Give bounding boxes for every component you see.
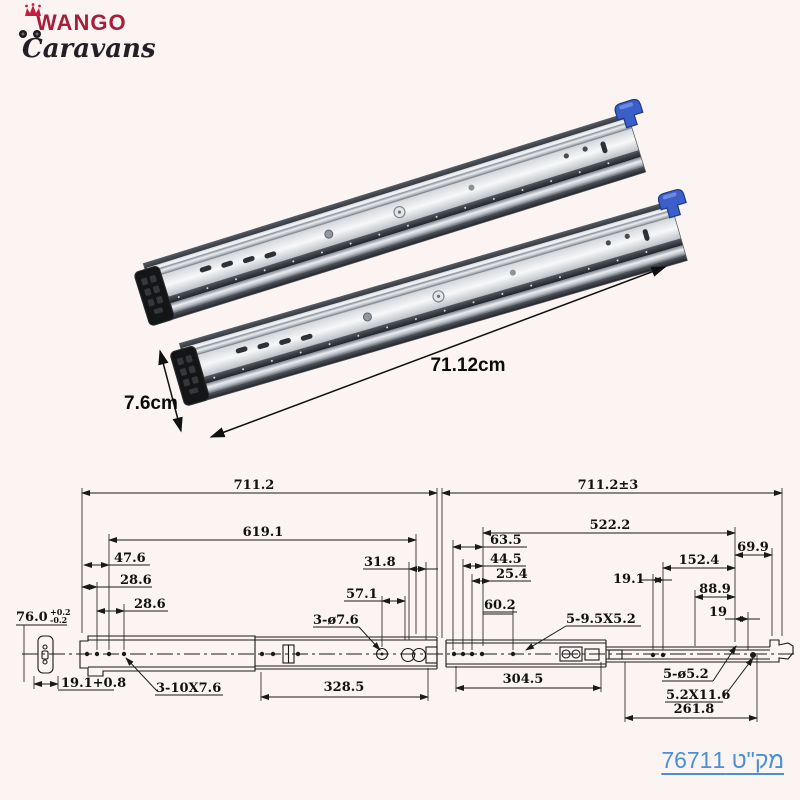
dim-left-holes: 3-ø7.6 (313, 613, 359, 628)
dim-left-31-8: 31.8 (364, 555, 396, 570)
technical-drawing: 711.2 619.1 47.6 28.6 28.6 31.8 57.1 3-ø… (16, 478, 796, 722)
dim-left-end-width: 19.1+0.8 (61, 676, 126, 691)
dim-left-slots: 3-10X7.6 (156, 681, 221, 696)
panda-ears-icon (19, 30, 41, 38)
dim-right-span: 522.2 (590, 518, 631, 533)
photo-height-dimension: 7.6cm (124, 349, 183, 433)
dim-left-mid: 328.5 (324, 680, 365, 695)
extension-lines (23, 488, 783, 722)
rail-end-hook (769, 639, 794, 663)
dim-left-28-6a: 28.6 (120, 573, 152, 588)
dim-left-height: 76.0 (16, 610, 48, 625)
dim-left-tol-dn: -0.2 (50, 615, 67, 625)
dim-right-261-8: 261.8 (674, 702, 715, 717)
dim-right-total: 711.2±3 (578, 478, 639, 493)
brand-name-primary: Wango (36, 10, 127, 35)
dimension-labels: 711.2 619.1 47.6 28.6 28.6 31.8 57.1 3-ø… (16, 478, 769, 717)
photo-length-label: 71.12cm (430, 355, 505, 376)
dim-right-19-1: 19.1 (613, 572, 645, 587)
dim-right-25-4: 25.4 (496, 567, 528, 582)
product-photo: 71.12cm 7.6cm (124, 98, 688, 438)
dim-right-slot2: 5.2X11.6 (666, 688, 730, 703)
dim-right-slots: 5-9.5X5.2 (566, 612, 636, 627)
right-slide-profile (445, 639, 794, 668)
dim-left-span: 619.1 (243, 525, 284, 540)
dim-right-63-5: 63.5 (490, 533, 522, 548)
brand-name-secondary: Caravans (22, 34, 156, 64)
dim-left-total: 711.2 (234, 478, 275, 493)
end-cap-bracket (134, 265, 175, 326)
brand-logo: Wango Caravans (19, 3, 156, 64)
dim-left-47-6: 47.6 (114, 551, 146, 566)
dim-right-19: 19 (709, 605, 727, 620)
dim-right-69-9: 69.9 (737, 540, 769, 555)
dim-right-88-9: 88.9 (699, 582, 731, 597)
brand-word-caravans: Caravans (19, 30, 156, 64)
release-handle-lower (657, 189, 687, 219)
brand-word-wango: Wango (25, 3, 156, 35)
dim-left-28-6b: 28.6 (134, 597, 166, 612)
dim-right-152-4: 152.4 (679, 553, 720, 568)
left-slide-profile (37, 635, 438, 677)
dim-right-holes: 5-ø5.2 (663, 667, 709, 682)
dim-left-tol-up: +0.2 (50, 607, 71, 617)
dim-left-57-1: 57.1 (346, 587, 378, 602)
photo-length-dimension: 71.12cm (209, 266, 667, 438)
release-handle-upper (614, 98, 644, 129)
dim-right-60-2: 60.2 (484, 598, 516, 613)
sku-link[interactable]: מק"ט 76711 (661, 747, 784, 773)
photo-height-label: 7.6cm (124, 393, 178, 414)
dim-right-44-5: 44.5 (490, 552, 522, 567)
dimension-lines (16, 490, 783, 721)
mounting-slots (199, 141, 608, 273)
dim-right-mid: 304.5 (503, 672, 544, 687)
crown-icon (25, 3, 41, 16)
